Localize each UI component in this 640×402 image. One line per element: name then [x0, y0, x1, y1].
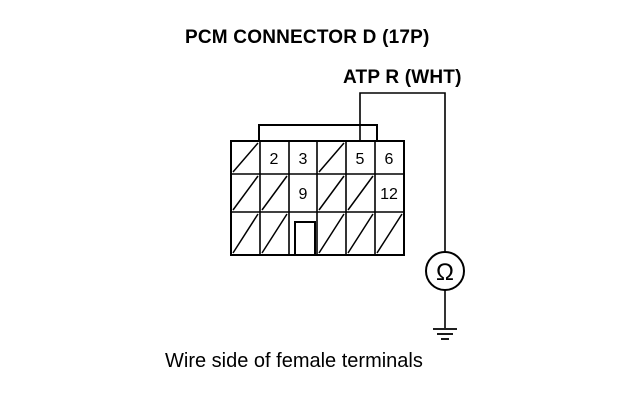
- ground-icon: [433, 328, 457, 340]
- empty-cavity-8: [261, 175, 288, 211]
- ohm-symbol: Ω: [436, 259, 454, 286]
- empty-cavity-7: [232, 175, 259, 211]
- terminal-9-label: 9: [299, 186, 308, 203]
- connector-grid: [231, 141, 404, 255]
- empty-cavities: [232, 142, 403, 254]
- empty-cavity-14: [261, 213, 288, 254]
- diagram-caption: Wire side of female terminals: [165, 350, 423, 372]
- terminal-6-label: 6: [385, 151, 394, 168]
- ohmmeter-icon: Ω: [425, 251, 465, 291]
- empty-cavity-17: [376, 213, 403, 254]
- empty-cavity-1: [232, 142, 259, 173]
- terminal-5-label: 5: [356, 151, 365, 168]
- empty-cavity-13: [232, 213, 259, 254]
- wire-label: ATP R (WHT): [343, 67, 462, 88]
- terminal-3-label: 3: [299, 151, 308, 168]
- connector-key-slot: [294, 221, 316, 255]
- test-lead: [359, 92, 446, 328]
- diagram-title: PCM CONNECTOR D (17P): [185, 27, 430, 48]
- empty-cavity-15: [318, 213, 345, 254]
- empty-cavity-4: [318, 142, 345, 173]
- empty-cavity-10: [318, 175, 345, 211]
- connector-lock-tab: [258, 124, 378, 141]
- terminal-2-label: 2: [270, 151, 279, 168]
- terminal-12-label: 12: [380, 186, 398, 203]
- empty-cavity-11: [347, 175, 374, 211]
- empty-cavity-16: [347, 213, 374, 254]
